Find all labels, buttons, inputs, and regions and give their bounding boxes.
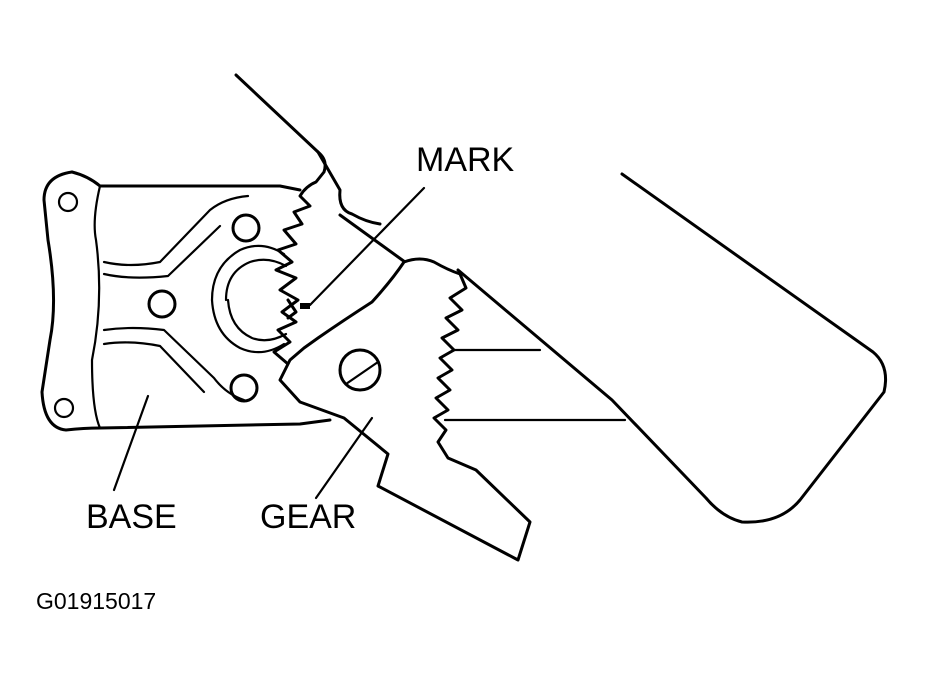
base-hole-top (57, 191, 79, 213)
leader-lines (112, 186, 426, 500)
base-plate (40, 170, 332, 432)
figure-id: G01915017 (36, 588, 157, 614)
alignment-mark (286, 298, 310, 320)
base-rivet-top (231, 213, 261, 243)
base-rivet-center (147, 289, 177, 319)
base-teeth (272, 150, 382, 366)
upper-arm (234, 73, 888, 524)
base-label: BASE (86, 498, 177, 536)
gear (278, 257, 532, 562)
base-hole-bottom (53, 397, 75, 419)
base-leader (112, 394, 150, 492)
base-rivet-bottom (229, 373, 259, 403)
mark-label: MARK (416, 141, 515, 179)
mark-leader (308, 186, 426, 307)
gear-leader (314, 416, 374, 500)
gear-pivot (338, 348, 382, 392)
gear-label: GEAR (260, 498, 357, 536)
